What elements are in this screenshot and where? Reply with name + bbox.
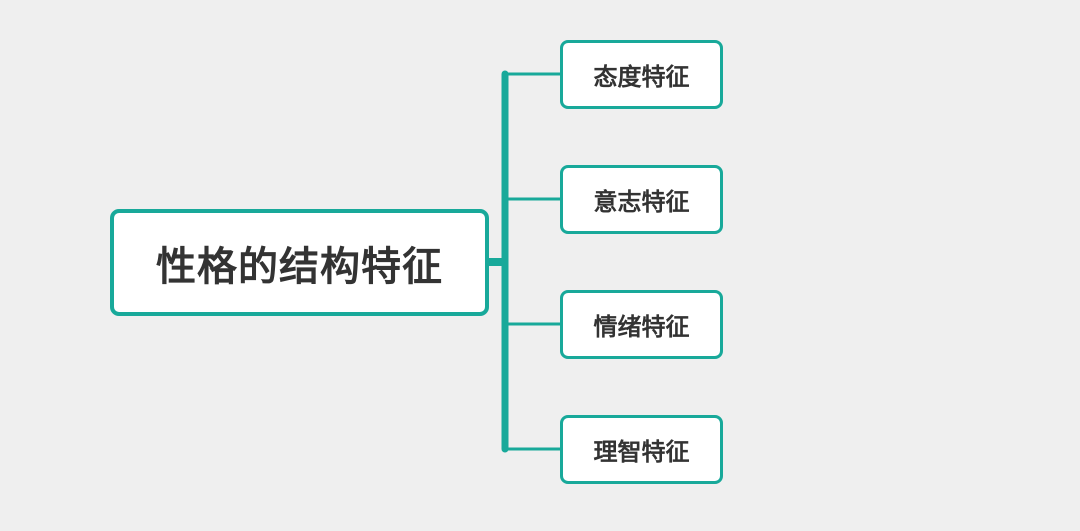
child-node-label: 理智特征	[593, 438, 690, 466]
child-node-emotion[interactable]: 情绪特征	[560, 290, 723, 359]
child-node-label: 意志特征	[593, 188, 690, 216]
child-node-label: 情绪特征	[593, 313, 690, 341]
child-node-intellect[interactable]: 理智特征	[560, 415, 723, 484]
root-node-label: 性格的结构特征	[156, 243, 443, 290]
child-node-label: 态度特征	[593, 63, 690, 91]
child-node-attitude[interactable]: 态度特征	[560, 40, 723, 109]
child-node-will[interactable]: 意志特征	[560, 165, 723, 234]
root-node[interactable]: 性格的结构特征	[110, 209, 489, 316]
